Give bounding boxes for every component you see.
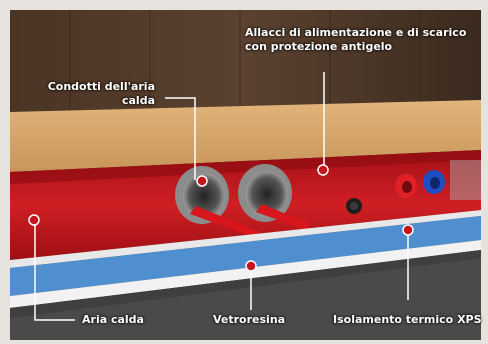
fiberglass-layer xyxy=(10,240,481,308)
label-supply-connections: Allacci di alimentazione e di scarico co… xyxy=(245,26,467,53)
callout-line-ducts xyxy=(165,97,196,180)
marker-fiberglass xyxy=(245,260,257,272)
marker-xps xyxy=(402,224,414,236)
photo-area xyxy=(10,10,481,340)
callout-line-warm-air xyxy=(34,222,75,321)
marker-connections xyxy=(317,164,329,176)
xps-insulation-layer xyxy=(10,216,481,296)
floor-cutaway-illustration xyxy=(10,10,481,340)
label-warm-air: Aria calda xyxy=(82,313,144,326)
supply-pipe-red xyxy=(395,174,417,198)
pipe-sleeve xyxy=(450,160,481,200)
label-warm-air-ducts: Condotti dell'aria calda xyxy=(47,80,155,107)
floor-board xyxy=(10,100,481,172)
marker-warm-air xyxy=(28,214,40,226)
warm-air-duct-1 xyxy=(175,166,260,238)
supply-pipe-blue xyxy=(423,170,445,194)
marker-ducts xyxy=(196,175,208,187)
cavity-shadow xyxy=(10,150,481,184)
wood-wall xyxy=(10,10,481,120)
label-fiberglass: Vetroresina xyxy=(213,313,286,326)
warm-air-duct-2 xyxy=(238,164,310,230)
callout-markers xyxy=(28,164,414,272)
label-xps-insulation: Isolamento termico XPS xyxy=(333,313,482,326)
wood-grain xyxy=(69,10,421,120)
fiberglass-layer-top xyxy=(10,210,481,268)
callout-lines xyxy=(34,72,409,321)
